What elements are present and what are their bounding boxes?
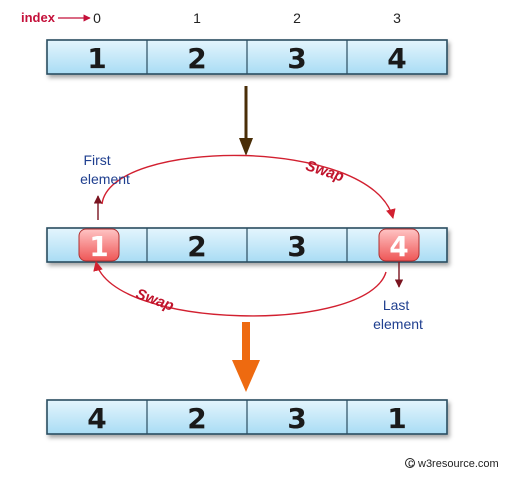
- array-row-1: 1 2 3 4: [46, 39, 448, 75]
- credit: c w3resource.com: [405, 458, 499, 470]
- copyright-icon: [405, 458, 415, 468]
- array-row-3: 4 2 3 1: [46, 399, 448, 435]
- swap-arc-top: [101, 154, 396, 219]
- array-cell-value: 4: [87, 402, 106, 435]
- credit-text: w3resource.com: [417, 458, 499, 470]
- array-cell-value: 3: [287, 230, 306, 263]
- array-cell-value: 4: [389, 230, 408, 263]
- highlight-box: [378, 228, 420, 262]
- down-arrow-2: [232, 322, 260, 392]
- index-label: 2: [293, 10, 301, 26]
- last-element-note: Last element: [373, 297, 423, 332]
- array-cell-value: 2: [187, 230, 206, 263]
- array-cell-value: 1: [89, 230, 108, 263]
- down-arrow-1: [239, 86, 253, 156]
- arrays: 1 2 3 4 1 2 3 4 4 2 3 1: [46, 39, 448, 435]
- index-caption: index: [21, 10, 56, 25]
- swap-arc-bottom: [93, 261, 387, 317]
- array-cell-value: 1: [387, 402, 406, 435]
- swap-label-bottom: Swap: [133, 285, 176, 314]
- array-row-2: 1 2 3 4: [46, 227, 448, 263]
- array-cell-value: 3: [287, 402, 306, 435]
- array-cell-value: 4: [387, 42, 406, 75]
- index-label: 0: [93, 10, 101, 26]
- array-cell-value: 2: [187, 42, 206, 75]
- index-label: 3: [393, 10, 401, 26]
- index-row: 0 1 2 3: [93, 10, 401, 26]
- swap-label-top: Swap: [304, 157, 347, 185]
- array-cell-value: 2: [187, 402, 206, 435]
- highlight-box: [78, 228, 120, 262]
- array-cell-value: 1: [87, 42, 106, 75]
- index-label: 1: [193, 10, 201, 26]
- svg-text:c: c: [408, 458, 414, 470]
- first-element-note: First element: [80, 152, 130, 187]
- array-cell-value: 3: [287, 42, 306, 75]
